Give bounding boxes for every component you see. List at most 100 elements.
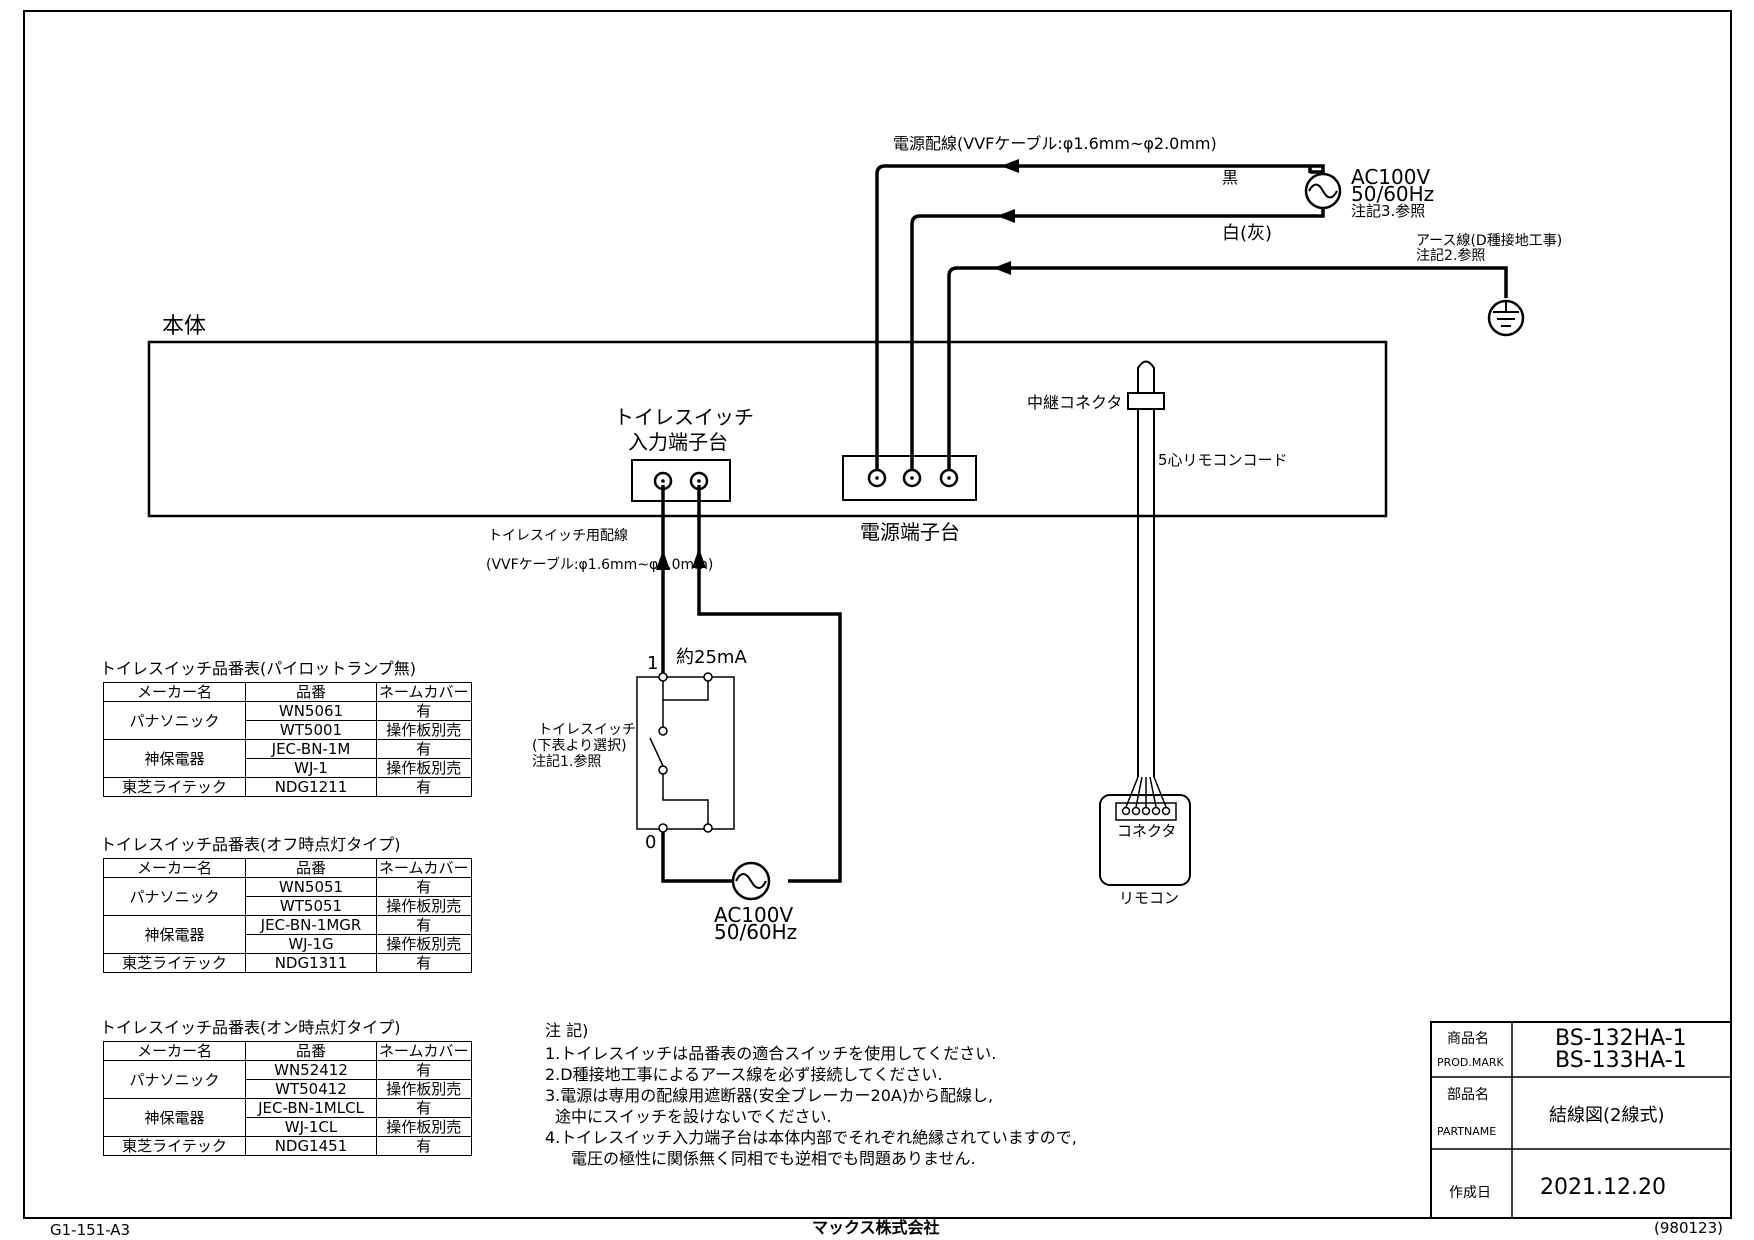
arrow-white [997, 209, 1015, 223]
power-terminal-dot-1 [875, 476, 879, 480]
switch-wiring-line2: (VVFケーブル:φ1.6mm~φ2.0mm) [486, 556, 713, 573]
prod-value-2: BS-133HA-1 [1555, 1048, 1687, 1073]
earth-ground-lines [1493, 301, 1519, 327]
ac-bottom-line2: 50/60Hz [714, 920, 797, 944]
pin-4 [1151, 806, 1161, 816]
ac-bottom-line1: AC100V [714, 903, 793, 927]
wire-white [910, 206, 1325, 478]
maker-cell: パナソニック [103, 701, 246, 740]
table-header-row: メーカー名 品番 ネームカバー [103, 1041, 472, 1061]
header-cover: ネームカバー [376, 858, 472, 878]
table-row: パナソニック WN52412 有 [103, 1060, 472, 1099]
cord-fan-out [1125, 776, 1167, 808]
power-terminal-label: 電源端子台 [860, 520, 960, 544]
toilet-terminal-dot-1 [661, 479, 665, 483]
switch-wire-right [697, 485, 842, 883]
pin-1 [1121, 806, 1131, 816]
table-row: 神保電器 JEC-BN-1MGR 有 [103, 915, 472, 954]
earth-label-line1: アース線(D種接地工事) [1416, 232, 1562, 249]
wire-white-label: 白(灰) [1222, 223, 1272, 244]
main-body-box [147, 340, 1388, 518]
header-part: 品番 [245, 1041, 377, 1061]
part-cell: WN5051 [245, 877, 377, 897]
sine-icon-bottom [735, 873, 767, 889]
header-part: 品番 [245, 858, 377, 878]
drawing-frame [23, 10, 1732, 1219]
footer-left: G1-151-A3 [50, 1221, 130, 1239]
part-value: 結線図(2線式) [1549, 1105, 1665, 1126]
table-row: WT50412 操作板別売 [104, 1079, 472, 1099]
part-cell: NDG1311 [245, 953, 377, 973]
switch-blade [649, 737, 664, 767]
part-cell: JEC-BN-1MLCL [245, 1098, 377, 1118]
part-label-en: PARTNAME [1437, 1125, 1496, 1138]
prod-label: 商品名 [1447, 1031, 1489, 1047]
connector-label: コネクタ [1117, 822, 1176, 840]
maker-cell: 神保電器 [103, 915, 246, 954]
pin-3 [1141, 806, 1151, 816]
toilet-terminal-line1: トイレスイッチ [614, 405, 754, 429]
wire-black [875, 164, 1322, 478]
connector [1115, 802, 1177, 821]
cover-cell: 有 [376, 1136, 472, 1156]
maker-cell: 神保電器 [103, 739, 246, 778]
part-cell: WT5051 [245, 896, 377, 916]
prod-value-1: BS-132HA-1 [1555, 1026, 1687, 1051]
part-cell: WT5001 [245, 720, 377, 740]
note-2: 2.D種接地工事によるアース線を必ず接続してください. [545, 1065, 942, 1084]
switch-node-a [658, 672, 668, 682]
table-row: 神保電器 JEC-BN-1MLCL 有 [103, 1098, 472, 1137]
power-wiring-label: 電源配線(VVFケーブル:φ1.6mm~φ2.0mm) [893, 134, 1217, 153]
switch-internal-top [662, 681, 709, 701]
power-terminal-dot-2 [910, 476, 914, 480]
part-table-2: メーカー名 品番 ネームカバー パナソニック WN5051 有 WT5051 操… [103, 858, 472, 973]
part-cell: NDG1211 [245, 777, 377, 797]
part-table-3: メーカー名 品番 ネームカバー パナソニック WN52412 有 WT50412… [103, 1041, 472, 1156]
body-label: 本体 [162, 314, 206, 339]
remote-label: リモコン [1119, 889, 1179, 907]
part-table-3-title: トイレスイッチ品番表(オン時点灯タイプ) [100, 1018, 401, 1037]
part-cell: WJ-1 [245, 758, 377, 778]
sine-icon [1308, 183, 1338, 199]
ac-top-note: 注記3.参照 [1351, 202, 1425, 220]
wire-earth [947, 266, 1508, 478]
switch-wire-bottom [661, 832, 733, 883]
arrow-black [1001, 159, 1019, 173]
part-cell: JEC-BN-1M [245, 739, 377, 759]
arrow-switch-right [692, 548, 706, 568]
switch-node-b [703, 672, 713, 682]
part-cell: WN5061 [245, 701, 377, 721]
relay-connector-label: 中継コネクタ [1027, 393, 1122, 412]
part-cell: WJ-1G [245, 934, 377, 954]
maker-cell: 東芝ライテック [103, 777, 246, 797]
switch-wiring-line1: トイレスイッチ用配線 [488, 528, 628, 544]
header-maker: メーカー名 [103, 682, 246, 702]
switch-internal-bottom [662, 774, 709, 826]
toilet-terminal-dot-2 [697, 479, 701, 483]
pin-2 [1131, 806, 1141, 816]
note-3: 3.電源は専用の配線用遮断器(安全ブレーカー20A)から配線し, [545, 1086, 993, 1105]
table-row: 東芝ライテック NDG1211 有 [103, 777, 472, 797]
cover-cell: 有 [376, 953, 472, 973]
cover-cell: 操作板別売 [376, 1079, 472, 1099]
remote-unit [1099, 794, 1191, 886]
wire-black-label: 黒 [1222, 168, 1238, 187]
table-row: 東芝ライテック NDG1311 有 [103, 953, 472, 973]
remote-cord [1137, 409, 1155, 777]
ac-top-line1: AC100V [1351, 165, 1430, 189]
footer-right: (980123) [1654, 1219, 1723, 1237]
table-row: パナソニック WN5051 有 [103, 877, 472, 916]
part-table-2-title: トイレスイッチ品番表(オフ時点灯タイプ) [100, 835, 401, 854]
toilet-terminal-line2: 入力端子台 [628, 430, 728, 454]
ac-top-line2: 50/60Hz [1351, 182, 1434, 206]
footer-center: マックス株式会社 [812, 1218, 940, 1237]
switch-contact-bottom [658, 765, 668, 775]
part-cell: WJ-1CL [245, 1117, 377, 1137]
header-part: 品番 [245, 682, 377, 702]
table-row: 神保電器 JEC-BN-1M 有 [103, 739, 472, 778]
part-table-1: メーカー名 品番 ネームカバー パナソニック WN5061 有 WT5001 操… [103, 682, 472, 797]
toilet-terminal-block [631, 459, 731, 502]
maker-cell: 東芝ライテック [103, 953, 246, 973]
relay-connector [1127, 392, 1165, 410]
earth-label-line2: 注記2.参照 [1416, 247, 1485, 264]
